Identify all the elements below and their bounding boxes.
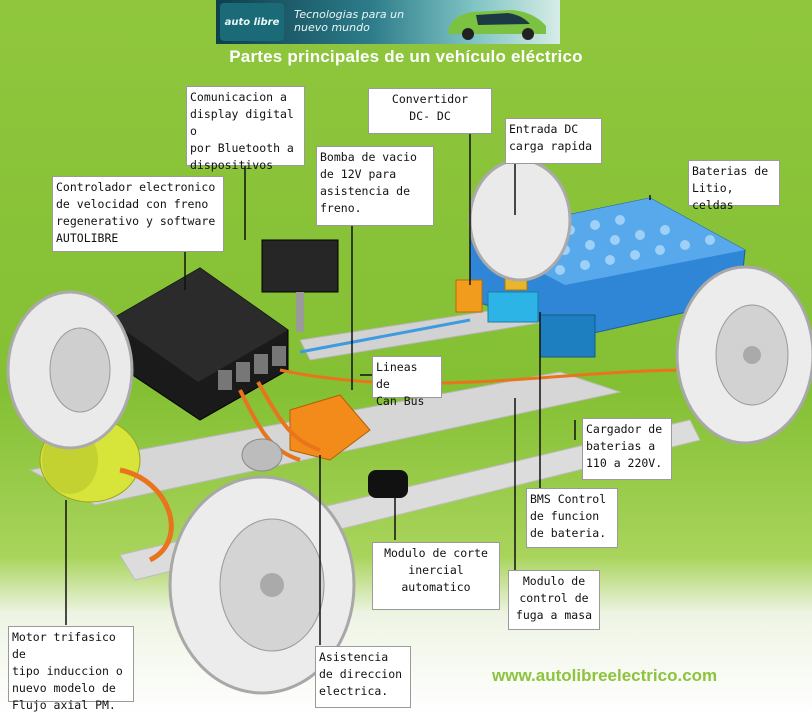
website-link[interactable]: www.autolibreelectrico.com [492,666,718,685]
wheel-rear-right [675,265,812,445]
label-modulo-fuga: Modulo de control de fuga a masa [508,570,600,630]
label-modulo-corte: Modulo de corte inercial automatico [372,542,500,610]
autolibre-logo[interactable]: auto libre [220,3,284,41]
bms-module [539,314,596,358]
battery-charger [487,291,539,323]
banner-tagline: Tecnologias para un nuevo mundo [294,8,405,34]
label-entrada-dc: Entrada DC carga rapida [505,118,602,164]
label-can-bus: Lineas de Can Bus [372,356,442,408]
label-asistencia: Asistencia de direccion electrica. [315,646,411,708]
label-convertidor: Convertidor DC- DC [368,88,492,134]
dc-dc-converter [455,279,483,313]
can-bus-lines [299,318,471,354]
callout-leader-lines [65,128,651,645]
header-banner[interactable]: auto libre Tecnologias para un nuevo mun… [216,0,560,44]
wheel-rear-left [468,158,572,282]
label-comunicacion: Comunicacion a display digital o por Blu… [186,86,305,189]
label-bms: BMS Control de funcion de bateria. [526,488,618,548]
label-motor: Motor trifasico de tipo induccion o nuev… [8,626,134,712]
green-car-icon [448,10,546,40]
inertia-cutoff-module [368,470,408,498]
high-voltage-cables [119,467,174,563]
label-bomba: Bomba de vacio de 12V para asistencia de… [316,146,434,226]
label-baterias: Baterias de Litio, celdas [688,160,780,212]
vacuum-pump [289,394,371,461]
label-cargador: Cargador de baterias a 110 a 220V. [582,418,672,480]
display-unit [261,239,339,293]
label-controlador: Controlador electronico de velocidad con… [52,176,224,252]
page-title: Partes principales de un vehículo eléctr… [229,47,583,66]
power-steering-assist [241,438,283,472]
wheel-front-left [6,290,134,450]
wheel-front-right [168,475,356,695]
